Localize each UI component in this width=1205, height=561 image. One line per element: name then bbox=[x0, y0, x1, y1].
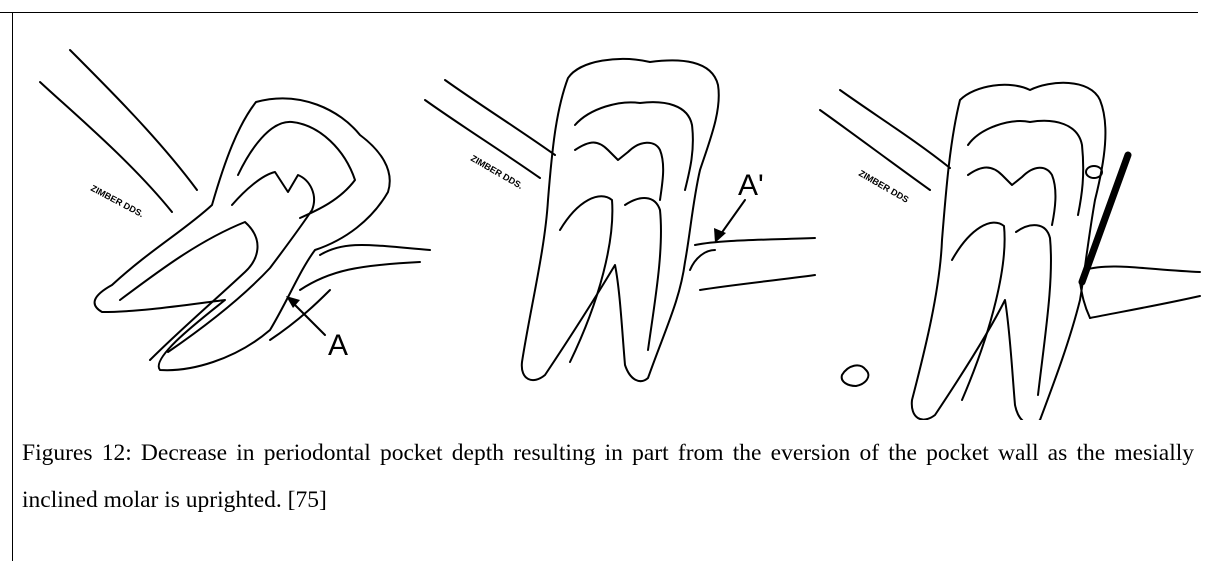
panel-1-tilted-molar: ZIMBER DDS. A bbox=[40, 50, 430, 370]
panel-2-signature: ZIMBER DDS. bbox=[469, 153, 525, 191]
panel-2-root-canal-left bbox=[560, 196, 612, 362]
figure-caption: Figures 12: Decrease in periodontal pock… bbox=[22, 430, 1194, 524]
panel-2-pulp-chamber bbox=[575, 143, 663, 201]
panel-3-bone-right-upper bbox=[1085, 267, 1200, 272]
panel-3-bone-line-inner bbox=[840, 90, 950, 168]
panel-3-pulp-chamber bbox=[968, 168, 1055, 226]
panel-1-enamel-line bbox=[238, 122, 355, 218]
panel-1-arrowhead bbox=[286, 296, 300, 308]
panel-3-bone-right-lower bbox=[1090, 296, 1200, 318]
panel-3-signature: ZIMBER DDS bbox=[857, 168, 910, 205]
panel-2-label: A' bbox=[738, 169, 764, 202]
panel-1-root-canal bbox=[120, 222, 258, 360]
panel-3-root-canal-left bbox=[952, 223, 1005, 400]
panel-2-bone-right-pocket bbox=[690, 250, 715, 270]
panel-3-probe-tip bbox=[1086, 166, 1102, 178]
panel-1-bone-right-lower bbox=[300, 262, 420, 290]
panel-2-upright-molar: ZIMBER DDS. A' bbox=[425, 59, 815, 381]
figure-illustration: ZIMBER DDS. A ZIMBER DDS. bbox=[0, 0, 1205, 420]
panel-1-signature: ZIMBER DDS. bbox=[89, 183, 145, 219]
panel-3-root-canal-right bbox=[1016, 225, 1051, 395]
panel-2-bone-line-inner bbox=[445, 80, 555, 155]
panel-3-bone-right-edge bbox=[1080, 282, 1090, 318]
panel-3-probe bbox=[1082, 155, 1128, 282]
panel-2-tooth-outline bbox=[522, 59, 719, 381]
panel-1-label: A bbox=[328, 329, 348, 362]
panel-2-bone-right-lower bbox=[700, 275, 815, 290]
panel-3-probed-molar: ZIMBER DDS bbox=[820, 83, 1200, 420]
panel-2-root-canal-right bbox=[625, 198, 661, 350]
panel-2-bone-right-upper bbox=[695, 238, 815, 245]
panel-1-bone-right-upper bbox=[320, 245, 430, 255]
panel-3-particle bbox=[842, 365, 869, 386]
